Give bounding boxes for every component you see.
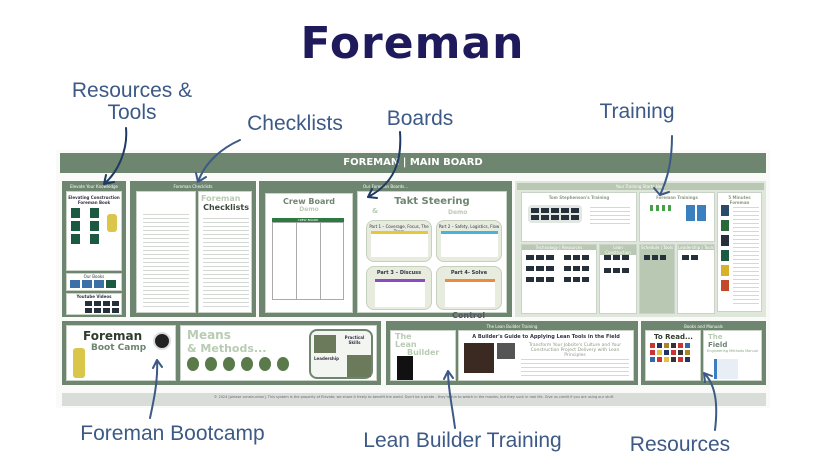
means-title: Means <box>187 328 231 342</box>
label-lean-builder: Lean Builder Training <box>363 429 562 452</box>
arrow-checklists <box>195 139 241 183</box>
section-title: Technology | Resources <box>522 245 596 250</box>
crew-board-title: Crew Board <box>282 197 336 206</box>
crew-board-header: CREW BOARD <box>272 218 344 222</box>
bootcamp-logo <box>153 332 171 350</box>
leadership-title: Leadership <box>314 356 339 361</box>
field-1: The <box>708 333 723 341</box>
panel-title: Our Foreman Boards... <box>362 184 409 189</box>
arrow-resources-tools <box>103 127 128 185</box>
takt-amp: & <box>372 207 379 215</box>
board-header: FOREMAN | MAIN BOARD <box>60 153 766 173</box>
lean-book-3: Builder <box>407 348 440 357</box>
mascot-icon <box>107 214 117 232</box>
takt-part-3: Part 3 – Discuss <box>366 266 432 310</box>
lean-book-cover <box>397 356 413 380</box>
panel-checklists: Foreman Checklists Foreman Checklists <box>130 181 256 317</box>
arrow-resources <box>703 372 718 431</box>
panel-knowledge: Elevate Your Knowledge Elevating Constru… <box>62 181 126 317</box>
takt-part-4: Part 4- Solve <box>436 266 502 310</box>
lean-quote: Transform Your Jobsite's Culture and You… <box>528 343 622 358</box>
panel-title: Books and Manuals <box>684 324 723 329</box>
panel-training: Your Training Starts Here Tom Stephenson… <box>515 181 766 317</box>
label-boards: Boards <box>386 107 454 130</box>
panel-title: The Lean Builder Training <box>486 324 538 329</box>
crew-board-grid <box>272 222 344 300</box>
panel-title: Elevate Your Knowledge <box>69 184 119 189</box>
panel-boards: Our Foreman Boards... Crew Board Demo CR… <box>259 181 512 317</box>
lean-book-1: The <box>395 332 412 341</box>
manual-cover <box>714 359 738 379</box>
takt-part-2: Part 2 – Safety, Logistics, Flow <box>436 220 502 262</box>
panel-title: Your Training Starts Here <box>517 183 764 190</box>
label-resources-tools: Resources & Tools <box>71 79 193 124</box>
arrow-bootcamp <box>149 359 163 419</box>
manual-title: Engineering Methods Manual <box>707 349 758 353</box>
arrow-training <box>653 135 673 196</box>
arrow-lean-builder <box>443 370 456 429</box>
crew-board-demo: Demo <box>299 206 319 213</box>
video-thumbnail[interactable] <box>464 343 494 373</box>
control-label: Control <box>452 311 486 320</box>
foreman-trainings-title: Foreman Trainings <box>656 195 698 200</box>
page-title: Foreman <box>300 18 525 69</box>
section-title: Leadership | Tools <box>678 245 714 250</box>
books-title: Our Books <box>83 274 105 279</box>
part-label: Part 3 – Discuss <box>376 270 422 276</box>
section-title: Schedule | Tools <box>640 245 674 250</box>
label-training: Training <box>599 100 675 123</box>
panel-title: Foreman Checklists <box>173 184 213 189</box>
section-title: Lean Construction <box>600 245 636 255</box>
takt-part-1: Part 1 – Coverage, Focus, The Team <box>366 220 432 262</box>
label-resources: Resources <box>629 433 731 456</box>
arrow-boards <box>367 131 402 199</box>
bootcamp-title: Foreman <box>83 329 143 343</box>
part-label: Part 2 – Safety, Logistics, Flow <box>438 224 500 229</box>
videos-title: Youtube Videos <box>76 294 112 299</box>
practical-skills-title: Practical Skills <box>344 335 365 345</box>
panel-bootcamp: Foreman Boot Camp Means & Methods... Pra… <box>62 321 381 385</box>
checklists-big-2: Checklists <box>203 203 249 212</box>
tom-training-title: Tom Stephenson's Training <box>548 195 610 200</box>
lean-guide-title: A Builder's Guide to Applying Lean Tools… <box>472 334 620 340</box>
checklists-big-1: Foreman <box>201 194 241 203</box>
part-label: Part 4- Solve <box>450 270 488 276</box>
bootcamp-subtitle: Boot Camp <box>91 343 147 353</box>
label-bootcamp: Foreman Bootcamp <box>80 422 265 445</box>
takt-demo: Demo <box>448 209 468 216</box>
five-minutes-title: 5 Minutes Foreman <box>728 195 751 205</box>
mascot-icon <box>73 348 85 378</box>
footer-notice: © 2024 [please construction]. This syste… <box>62 393 766 406</box>
methods-title: & Methods... <box>187 342 267 355</box>
label-checklists: Checklists <box>247 112 343 135</box>
takt-title: Takt Steering <box>394 196 470 207</box>
book-title: Elevating Construction Foreman Book <box>68 195 120 205</box>
to-read-title: To Read... <box>654 333 693 341</box>
lean-book-2: Lean <box>395 340 417 349</box>
field-2: Field <box>708 341 728 349</box>
